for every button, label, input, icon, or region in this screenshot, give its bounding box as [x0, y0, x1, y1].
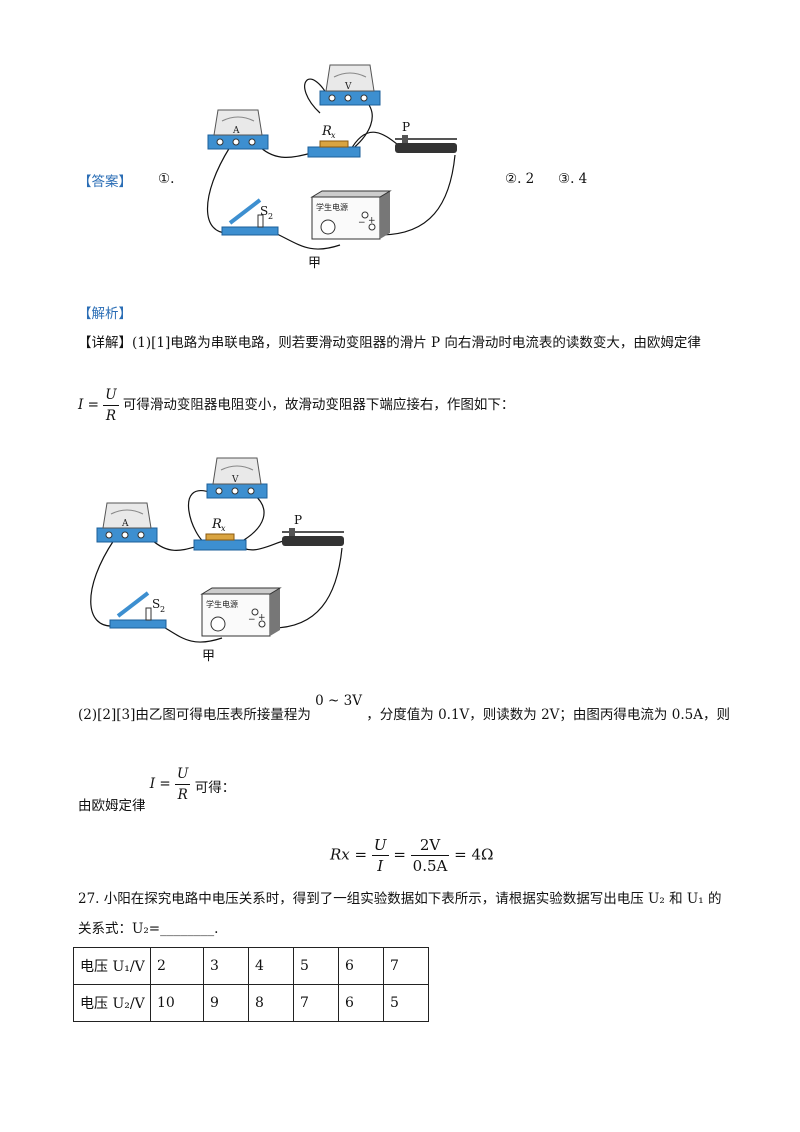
p2-post: ，分度值为 0.1V，则读数为 2V；由图丙得电流为 0.5A，则 [366, 707, 730, 723]
resistor-label-main-2: R [211, 517, 222, 532]
eq-lhs: Rx = [330, 845, 368, 864]
rheostat-icon-2 [282, 528, 344, 546]
ammeter-label: A [232, 126, 240, 136]
p1b-text: 可得滑动变阻器电阻变小，故滑动变阻器下端应接右，作图如下： [122, 397, 515, 413]
analysis-p2: (2)[2][3]由乙图可得电压表所接量程为 0 ~ 3V ，分度值为 0.1V… [78, 693, 730, 725]
table-cell: 10 [150, 984, 204, 1022]
eq-f1-num: U [371, 836, 389, 856]
p3-post: 可得： [194, 780, 236, 796]
power-minus-2: − [248, 615, 256, 625]
circuit-svg: A V R x P S 2 学生电源 − + 甲 [206, 64, 457, 271]
ammeter-label-2: A [121, 519, 129, 529]
q27-line2: 关系式：U₂=________. [78, 921, 219, 937]
switch-icon [221, 198, 279, 236]
resistor-label-main: R [321, 124, 332, 139]
switch-label-main-2: S [152, 597, 160, 611]
resistor-icon [307, 140, 361, 158]
answer-item-1: ①. [158, 171, 175, 187]
p3-pre: 由欧姆定律 [78, 798, 146, 814]
power-supply-icon [310, 190, 392, 240]
eq-f1-den: I [377, 857, 384, 875]
analysis-p1: 【详解】(1)[1]电路为串联电路，则若要滑动变阻器的滑片 P 向右滑动时电流表… [78, 333, 701, 353]
voltmeter-label: V [344, 82, 352, 92]
table-cell: 6 [338, 984, 384, 1022]
eq-result: = 4Ω [454, 845, 494, 864]
ammeter-icon [207, 109, 269, 150]
circuit-diagram-answer: A V R x P S 2 学生电源 − + 甲 [180, 55, 480, 275]
table-row-label: 电压 U₁/V [73, 947, 151, 985]
power-minus: − [358, 218, 366, 228]
power-plus: + [368, 216, 376, 226]
circuit-caption-2: 甲 [202, 649, 215, 664]
ammeter-icon-2 [96, 502, 158, 543]
f2-den: R [177, 787, 188, 803]
answer-tag: 【答案】 [78, 174, 132, 190]
table-row-label: 电压 U₂/V [73, 984, 151, 1022]
eq-f2-den: 0.5A [412, 857, 448, 875]
table-cell: 5 [383, 984, 429, 1022]
slider-label: P [402, 120, 410, 134]
resistor-label-sub-2: x [221, 524, 226, 533]
switch-label-sub-2: 2 [160, 605, 165, 614]
table-cell: 8 [248, 984, 294, 1022]
f1-den: R [105, 408, 117, 424]
table-cell: 6 [338, 947, 384, 985]
switch-label-main: S [260, 204, 268, 218]
eq-f2-num: 2V [410, 835, 450, 856]
power-plus-2: + [258, 613, 266, 623]
power-supply-icon-2 [200, 587, 282, 637]
q27-line1: 27. 小阳在探究电路中电压关系时，得到了一组实验数据如下表所示，请根据实验数据… [78, 891, 722, 907]
resistor-icon-2 [193, 533, 247, 551]
table-cell: 5 [293, 947, 339, 985]
f1-lhs: I = [78, 397, 99, 413]
p1-text: (1)[1]电路为串联电路，则若要滑动变阻器的滑片 P 向右滑动时电流表的读数变… [132, 335, 701, 351]
power-label-2: 学生电源 [206, 599, 238, 609]
answer-item-2: ②. 2 [505, 171, 535, 187]
table-row: 电压 U₂/V 10 9 8 7 6 5 [73, 984, 429, 1022]
answer-item-3: ③. 4 [558, 171, 588, 187]
voltmeter-label-2: V [231, 475, 239, 485]
p2-pre: (2)[2][3]由乙图可得电压表所接量程为 [78, 707, 311, 723]
rheostat-icon [395, 135, 457, 153]
eq-eq: = [393, 845, 406, 864]
table-cell: 3 [203, 947, 249, 985]
voltmeter-icon [319, 64, 381, 106]
circuit-svg-2: A V R x P S 2 学生电源 − + 甲 [90, 457, 344, 664]
slider-label-2: P [294, 513, 302, 527]
table-cell: 2 [150, 947, 204, 985]
table-cell: 7 [293, 984, 339, 1022]
q27-data-table: 电压 U₁/V 2 3 4 5 6 7 电压 U₂/V 10 9 8 7 6 5 [73, 947, 429, 1022]
table-cell: 7 [383, 947, 429, 985]
p2-range: 0 ~ 3V [315, 693, 362, 709]
voltmeter-icon-2 [206, 457, 268, 499]
table-cell: 4 [248, 947, 294, 985]
detail-tag: 【详解】 [78, 335, 132, 351]
f2-lhs: I = [149, 776, 171, 792]
circuit-caption: 甲 [308, 256, 321, 271]
f2-num: U [175, 764, 191, 785]
table-row: 电压 U₁/V 2 3 4 5 6 7 [73, 947, 429, 985]
resistor-label-sub: x [331, 131, 336, 140]
table-cell: 9 [203, 984, 249, 1022]
switch-label-sub: 2 [268, 212, 273, 221]
power-label: 学生电源 [316, 202, 348, 212]
f1-num: U [103, 385, 119, 406]
analysis-tag: 【解析】 [78, 306, 132, 322]
switch-icon-2 [109, 591, 167, 629]
circuit-diagram-analysis: A V R x P S 2 学生电源 − + 甲 [72, 448, 372, 668]
